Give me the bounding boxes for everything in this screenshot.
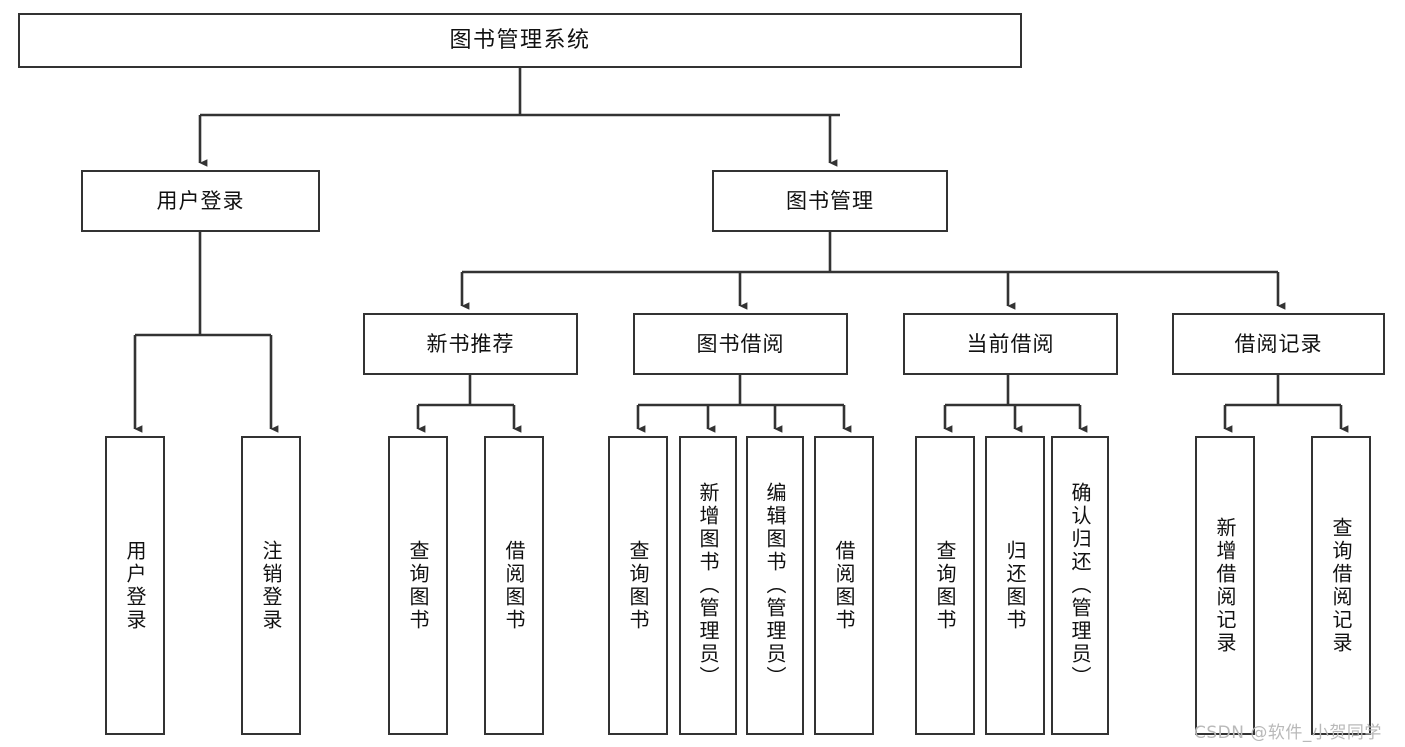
node-leaf-query-book-2[interactable]: 查询图书 bbox=[608, 436, 668, 735]
node-root[interactable]: 图书管理系统 bbox=[18, 13, 1022, 68]
node-leaf-query-record-label: 查询借阅记录 bbox=[1329, 516, 1353, 655]
node-leaf-query-book-3-label: 查询图书 bbox=[933, 539, 957, 632]
node-leaf-query-book-1[interactable]: 查询图书 bbox=[388, 436, 448, 735]
node-leaf-return-book[interactable]: 归还图书 bbox=[985, 436, 1045, 735]
node-current-borrow-label: 当前借阅 bbox=[966, 331, 1055, 356]
node-leaf-logout-login[interactable]: 注销登录 bbox=[241, 436, 301, 735]
node-leaf-add-book-label: 新增图书（管理员） bbox=[696, 482, 720, 689]
node-book-borrow-label: 图书借阅 bbox=[696, 331, 785, 356]
node-leaf-confirm-return[interactable]: 确认归还（管理员） bbox=[1051, 436, 1109, 735]
node-leaf-return-book-label: 归还图书 bbox=[1003, 539, 1027, 632]
node-leaf-borrow-book-1-label: 借阅图书 bbox=[502, 539, 526, 632]
node-leaf-confirm-return-label: 确认归还（管理员） bbox=[1068, 482, 1092, 689]
node-leaf-user-login[interactable]: 用户登录 bbox=[105, 436, 165, 735]
node-leaf-add-record-label: 新增借阅记录 bbox=[1213, 516, 1237, 655]
node-leaf-user-login-label: 用户登录 bbox=[123, 539, 147, 632]
node-leaf-borrow-book-2-label: 借阅图书 bbox=[832, 539, 856, 632]
node-new-book-rec[interactable]: 新书推荐 bbox=[363, 313, 578, 375]
node-leaf-borrow-book-1[interactable]: 借阅图书 bbox=[484, 436, 544, 735]
node-user-login[interactable]: 用户登录 bbox=[81, 170, 320, 232]
node-borrow-record-label: 借阅记录 bbox=[1234, 331, 1323, 356]
node-user-login-label: 用户登录 bbox=[156, 188, 245, 213]
node-new-book-rec-label: 新书推荐 bbox=[426, 331, 515, 356]
node-borrow-record[interactable]: 借阅记录 bbox=[1172, 313, 1385, 375]
node-book-manage-label: 图书管理 bbox=[786, 188, 874, 213]
node-book-manage[interactable]: 图书管理 bbox=[712, 170, 948, 232]
node-current-borrow[interactable]: 当前借阅 bbox=[903, 313, 1118, 375]
node-book-borrow[interactable]: 图书借阅 bbox=[633, 313, 848, 375]
node-leaf-query-record[interactable]: 查询借阅记录 bbox=[1311, 436, 1371, 735]
node-leaf-borrow-book-2[interactable]: 借阅图书 bbox=[814, 436, 874, 735]
node-leaf-query-book-2-label: 查询图书 bbox=[626, 539, 650, 632]
node-root-label: 图书管理系统 bbox=[449, 27, 591, 53]
watermark: CSDN @软件_小贺同学 bbox=[1194, 723, 1382, 743]
node-leaf-add-book[interactable]: 新增图书（管理员） bbox=[679, 436, 737, 735]
node-leaf-add-record[interactable]: 新增借阅记录 bbox=[1195, 436, 1255, 735]
node-leaf-query-book-1-label: 查询图书 bbox=[406, 539, 430, 632]
node-leaf-query-book-3[interactable]: 查询图书 bbox=[915, 436, 975, 735]
node-leaf-edit-book[interactable]: 编辑图书（管理员） bbox=[746, 436, 804, 735]
node-leaf-logout-login-label: 注销登录 bbox=[259, 539, 283, 632]
node-leaf-edit-book-label: 编辑图书（管理员） bbox=[763, 482, 787, 689]
